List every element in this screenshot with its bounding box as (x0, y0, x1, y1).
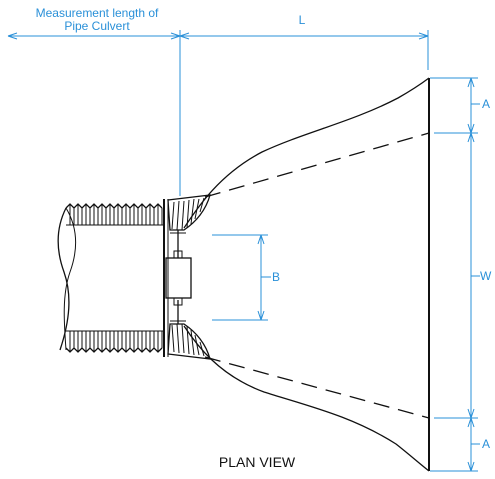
A-bottom-arrow-up (467, 417, 475, 428)
pipe-break-line-inner (63, 207, 77, 351)
L-label: L (299, 13, 306, 27)
right-dimensions: A W A (430, 77, 492, 472)
W-arrow-up (467, 132, 475, 143)
bolt-nut-top (173, 250, 183, 259)
flared-end-section (165, 77, 430, 472)
measurement-arrow-right (170, 32, 181, 40)
B-arrow-down (257, 310, 265, 321)
A-bottom-label: A (482, 437, 490, 451)
plan-view-caption: PLAN VIEW (219, 454, 296, 470)
length-L-dimension: L (179, 13, 429, 40)
lower-collar (167, 323, 211, 360)
pipe-culvert (57, 199, 169, 357)
A-bottom-arrow-down (467, 461, 475, 472)
bolt-nut-bottom (173, 297, 183, 306)
pipe-break-line-outer (57, 207, 70, 351)
W-label: W (480, 269, 492, 283)
W-arrow-down (467, 408, 475, 419)
A-top-arrow-down (467, 123, 475, 134)
upper-collar (167, 194, 211, 231)
B-arrow-up (257, 234, 265, 245)
flare-bottom-outline (183, 325, 430, 472)
pipe-bottom-corrugation (65, 347, 163, 353)
measurement-length-dimension: Measurement length of Pipe Culvert (7, 6, 181, 40)
strap-bolt-body (165, 257, 192, 299)
B-dimension: B (212, 234, 280, 321)
A-top-label: A (482, 97, 490, 111)
measurement-label-line1: Measurement length of (36, 6, 159, 20)
toe-line-upper (204, 132, 430, 198)
toe-line-lower (204, 356, 430, 419)
measurement-arrow-left (7, 32, 18, 40)
flare-top-outline (183, 77, 430, 229)
measurement-label-line2: Pipe Culvert (64, 19, 130, 33)
pipe-top-corrugation (65, 203, 163, 209)
A-top-arrow-up (467, 77, 475, 88)
L-arrow-right (418, 32, 429, 40)
L-arrow-left (179, 32, 190, 40)
B-label: B (272, 270, 280, 284)
